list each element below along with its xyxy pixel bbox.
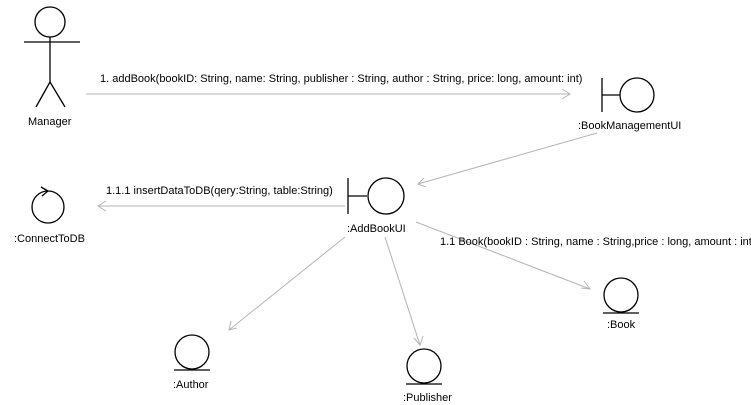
link-bookmanagementui-to-addbookui <box>417 132 598 188</box>
object-connecttodb[interactable]: :ConnectToDB <box>14 186 85 245</box>
link-addbookui-to-publisher <box>384 236 424 346</box>
object-label: :Publisher <box>403 392 452 404</box>
link-manager-to-bookmanagementui <box>86 88 571 100</box>
entity-object-icon <box>406 348 442 385</box>
object-label: :BookManagementUI <box>578 120 681 132</box>
object-book[interactable]: :Book <box>603 277 639 331</box>
message-book-constructor: 1.1 Book(bookID : String, name : String,… <box>440 236 751 248</box>
object-author[interactable]: :Author <box>173 334 210 391</box>
actor-manager[interactable]: Manager <box>24 6 80 128</box>
message-insert-data-to-db: 1.1.1 insertDataToDB(qery:String, table:… <box>106 185 333 197</box>
object-addbookui[interactable]: :AddBookUI <box>347 177 406 235</box>
actor-label: Manager <box>28 116 72 128</box>
object-publisher[interactable]: :Publisher <box>403 348 452 404</box>
boundary-object-icon <box>347 177 405 215</box>
object-label: :ConnectToDB <box>14 233 85 245</box>
object-label: :Author <box>173 379 209 391</box>
stick-figure-actor-icon <box>24 6 80 108</box>
message-add-book: 1. addBook(bookID: String, name: String,… <box>100 73 582 85</box>
boundary-object-icon <box>601 77 655 113</box>
object-label: :AddBookUI <box>347 223 406 235</box>
object-label: :Book <box>607 319 636 331</box>
link-addbookui-to-connecttodb <box>97 200 345 212</box>
entity-object-icon <box>174 334 210 371</box>
link-addbookui-to-author <box>228 236 346 331</box>
control-object-icon <box>31 186 65 224</box>
entity-object-icon <box>603 277 639 314</box>
link-addbookui-to-book <box>415 221 592 290</box>
object-bookmanagementui[interactable]: :BookManagementUI <box>578 77 681 132</box>
